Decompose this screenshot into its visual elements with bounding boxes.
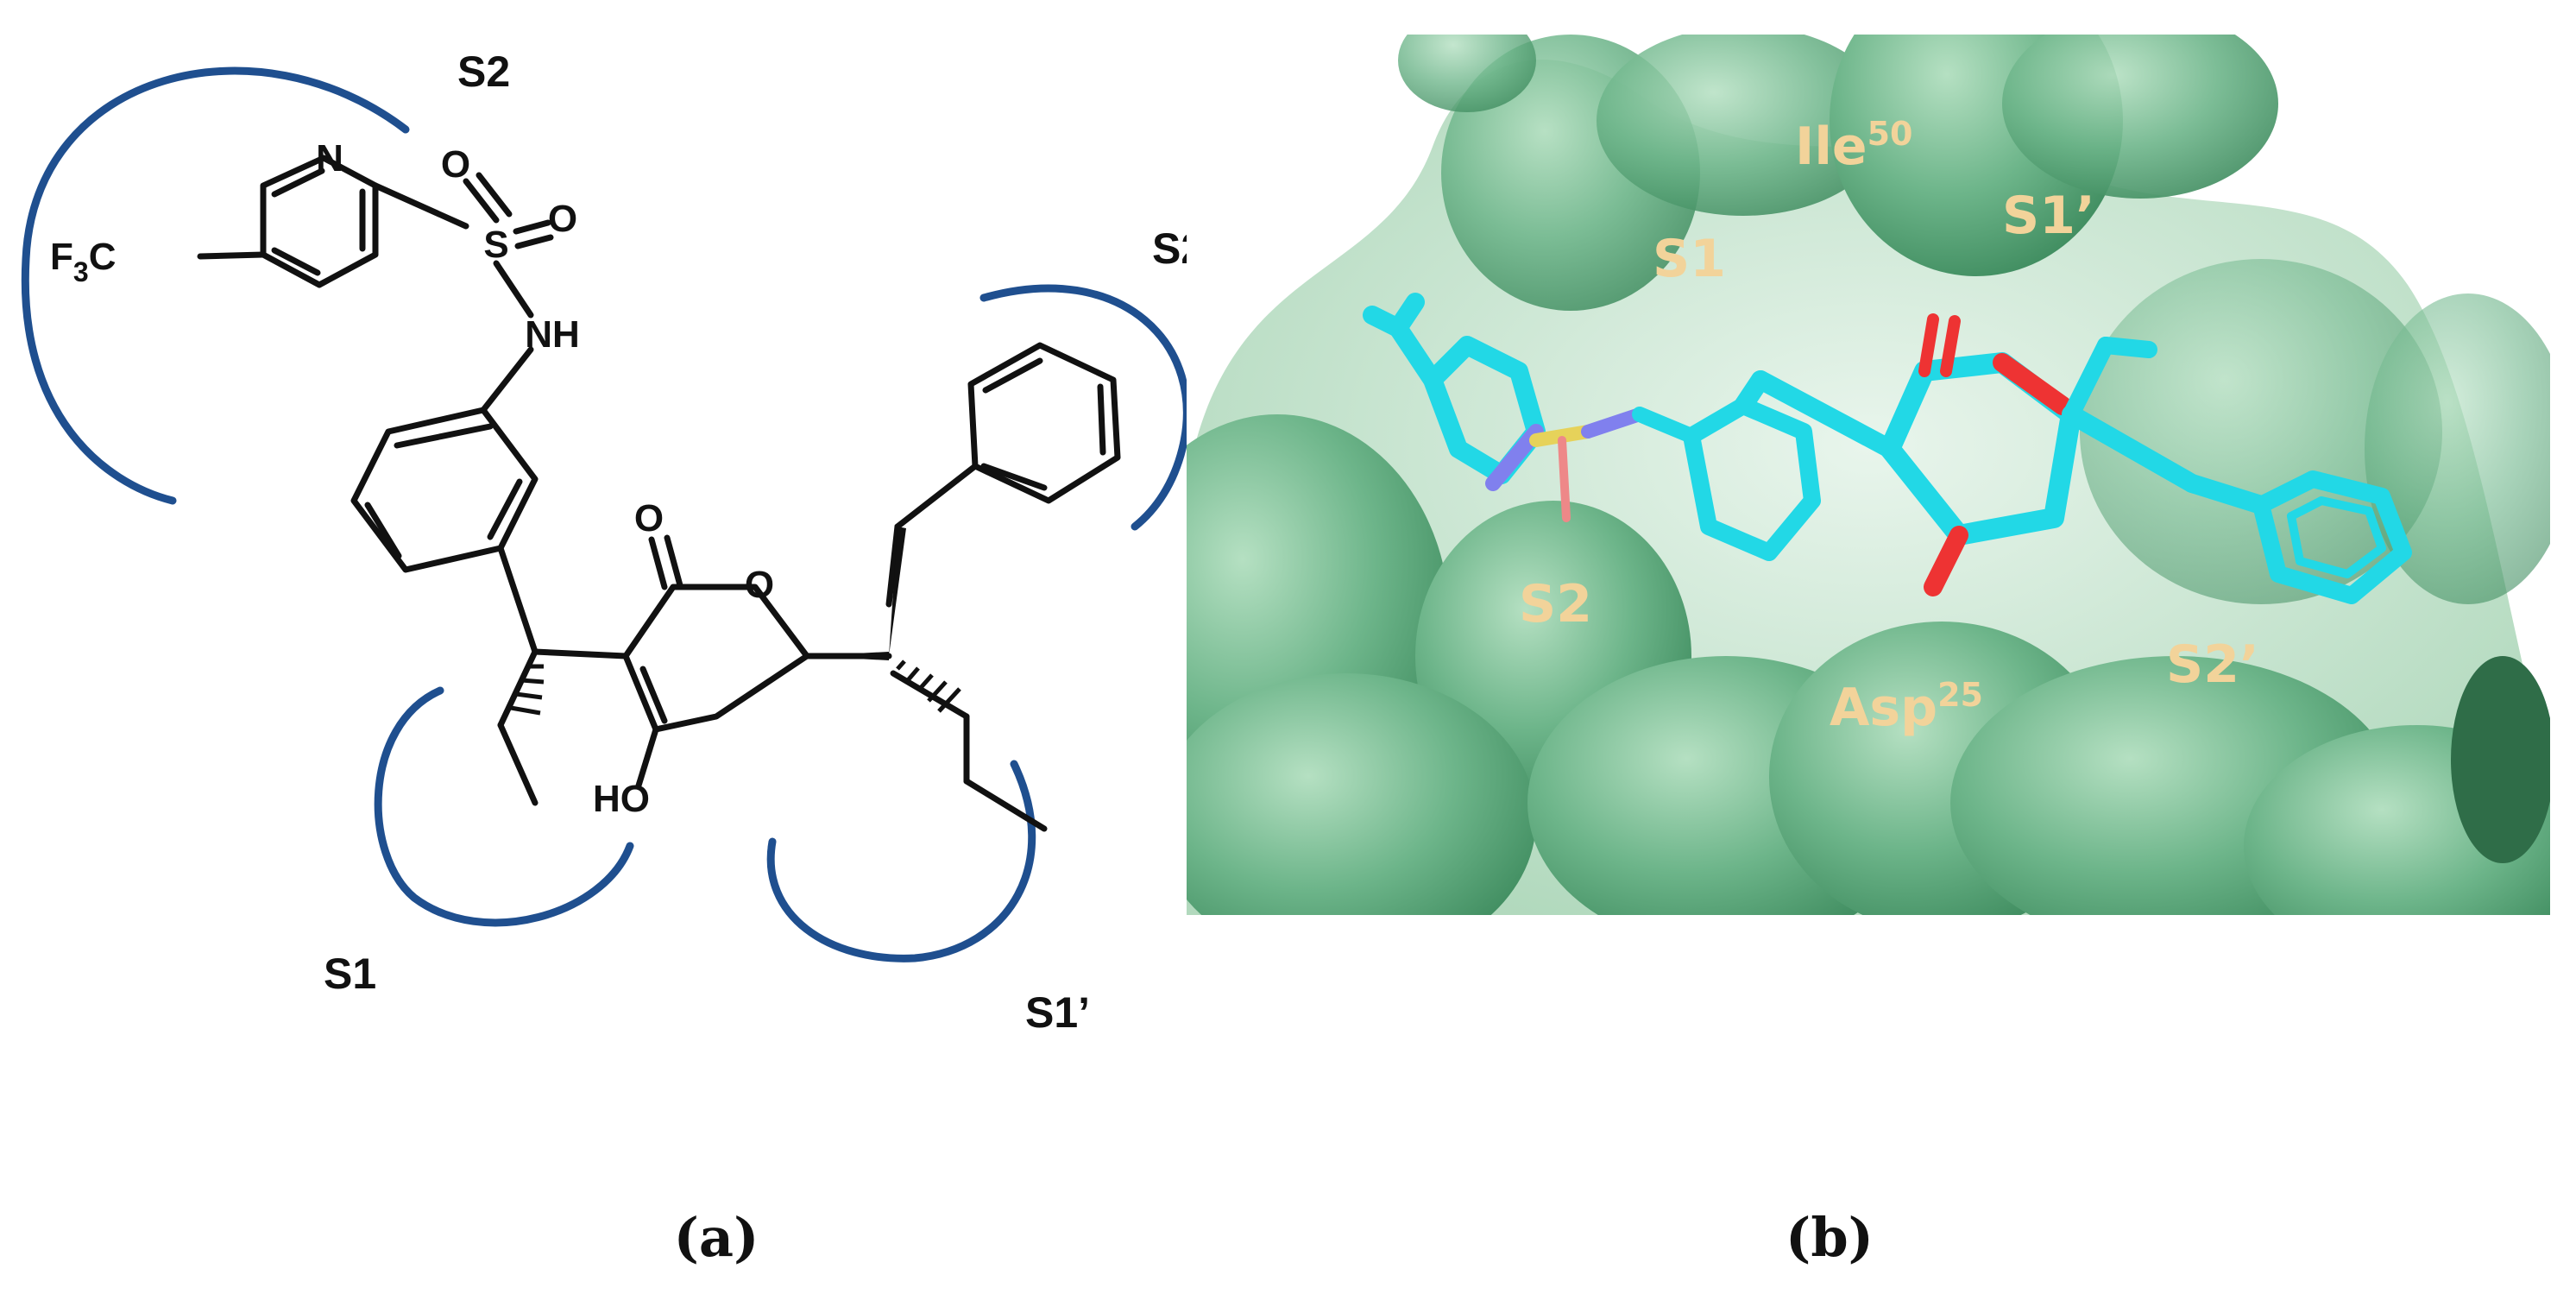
wedge-bond [889,527,906,656]
atom-nh: NH [525,313,580,356]
atom-o-sulfonyl-1: O [441,143,470,186]
residue-label-ile50: Ile50 [1795,115,1912,177]
atom-labels: N S O O NH F3C O O HO [50,137,774,820]
wedge-bond-2 [807,652,889,660]
s2p-pocket-arc [979,284,1191,531]
s2-pocket-arc [21,66,410,505]
caption-a: (a) [674,1206,759,1269]
pocket-arcs [21,66,1191,962]
molecule-bonds [197,155,1121,832]
pocket-label-s2: S2 [457,47,510,96]
pocket-label-s2-b: S2 [1519,574,1592,634]
pocket-label-s1-b: S1 [1653,229,1726,289]
caption-b: (b) [1786,1206,1874,1269]
atom-o-sulfonyl-2: O [548,198,577,240]
panel-a: N S O O NH F3C O O HO S2 S2’ S1 S1’ (a) [21,47,1217,1269]
ligand-model [1363,293,2412,604]
atom-n: N [316,137,343,180]
panel-b: S1 S1’ S2 S2’ Ile50 Asp25 (b) [1187,35,2550,1269]
residue-label-asp25: Asp25 [1830,676,1983,738]
pocket-label-s1p-b: S1’ [2002,186,2095,246]
hash-bond [896,659,961,713]
atom-s: S [483,224,508,266]
surface-labels: S1 S1’ S2 S2’ Ile50 Asp25 [1519,115,2259,738]
pocket-label-s1p: S1’ [1025,988,1090,1037]
atom-o-carbonyl: O [634,497,664,540]
atom-o-ring: O [745,564,774,606]
atom-ho: HO [593,778,650,820]
s1-pocket-arc [374,686,634,927]
s1p-pocket-arc [766,760,1036,962]
hash-bond-ethyl [510,664,545,716]
atom-cf3: F3C [50,236,116,287]
pocket-label-s1: S1 [324,950,376,998]
pocket-label-s2p-b: S2’ [2166,634,2259,695]
